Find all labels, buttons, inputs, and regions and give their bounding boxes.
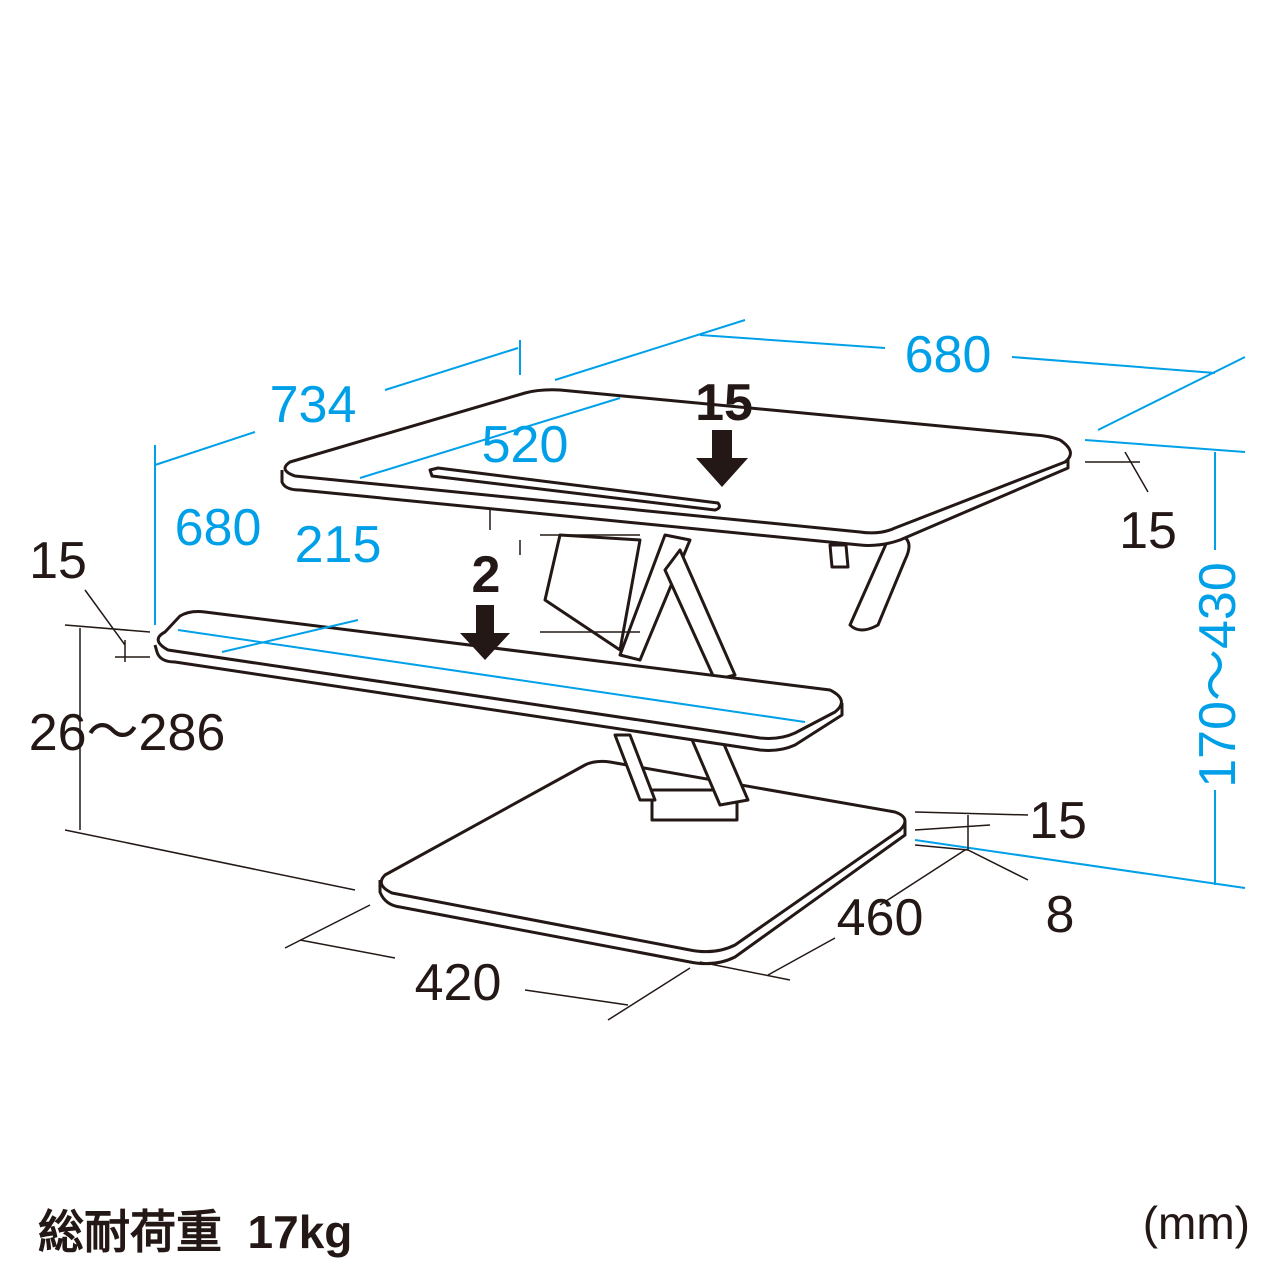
keyboard-tray [153,610,844,752]
lift-mechanism [543,533,911,822]
dim-slot-width: 520 [482,416,569,474]
dim-tray-height-range: 26～286 [29,704,226,762]
dim-height-range: 170～430 [1189,562,1247,788]
dim-top-depth: 734 [270,376,357,434]
dim-top-thickness: 15 [1119,502,1177,560]
dim-top-width: 680 [905,326,992,384]
load-arrow-icon [460,605,510,660]
tablet-slot [428,466,721,512]
dim-base-offset: 8 [1046,886,1075,944]
top-load-label: 15 [695,374,753,432]
dimension-lines [154,319,1246,889]
dim-tray-width: 680 [175,499,262,557]
total-load-label: 総耐荷重 17kg [38,1206,353,1258]
dim-tray-depth: 215 [295,516,382,574]
dim-tray-thickness: 15 [29,532,87,590]
unit-label: (mm) [1142,1197,1250,1249]
load-arrow-icon [696,430,748,487]
dim-base-thickness: 15 [1029,792,1087,850]
dim-base-depth: 460 [837,889,924,947]
tray-load-label: 2 [472,546,501,604]
leader-lines [64,451,1149,1021]
top-platform [280,388,1072,547]
dim-base-width: 420 [415,954,502,1012]
base-plate [378,759,907,966]
